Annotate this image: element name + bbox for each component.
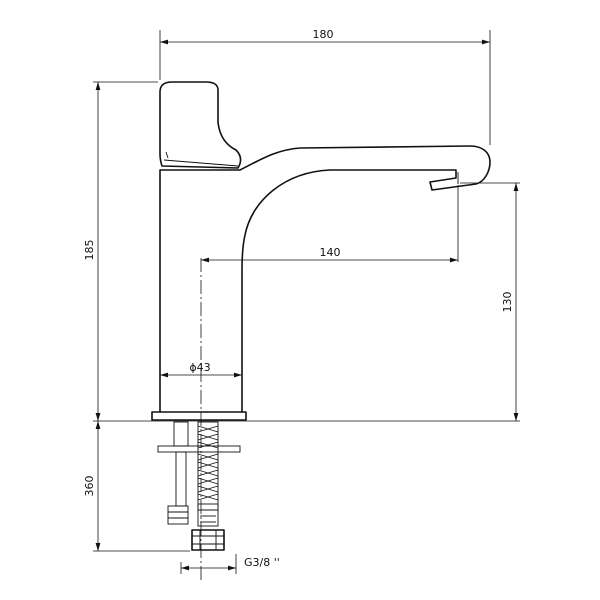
dimension-thread: G3/8 '' [180, 554, 280, 574]
dimension-180-label: 180 [313, 28, 334, 41]
stud-nut [167, 505, 189, 525]
base-plate [151, 411, 247, 421]
dimension-thread-label: G3/8 '' [244, 556, 280, 569]
dimension-360-label: 360 [83, 476, 96, 497]
extension-lines [93, 30, 520, 552]
dimension-360: 360 [83, 421, 101, 551]
lever-handle-outline [159, 81, 242, 169]
dimension-diameter-43-label: ϕ43 [189, 361, 210, 374]
dimension-185: 185 [83, 82, 101, 421]
dimension-180: 180 [160, 28, 490, 45]
dimension-diameter-43: ϕ43 [160, 361, 242, 378]
mounting-stud [157, 421, 241, 525]
dimension-140: 140 [201, 246, 458, 263]
dimension-130-label: 130 [501, 292, 514, 313]
lever-base-line [163, 159, 239, 167]
braided-hose [191, 421, 225, 551]
stud-upper [173, 421, 189, 447]
stud-rod [175, 451, 187, 507]
dimension-185-label: 185 [83, 240, 96, 261]
mounting-washer [157, 445, 241, 453]
lever-handle [159, 81, 242, 169]
lever-edge-line [165, 151, 169, 159]
dimension-140-label: 140 [320, 246, 341, 259]
hose-connector-nut [191, 529, 225, 551]
dimension-130: 130 [501, 183, 519, 421]
hose-ferrule [197, 503, 219, 527]
